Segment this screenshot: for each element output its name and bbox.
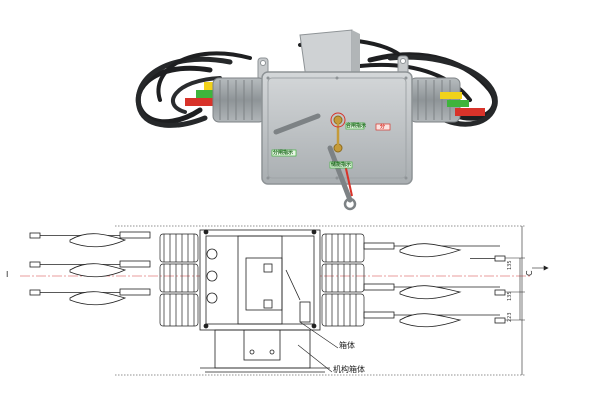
close-indicator-label: 合闸指示	[346, 122, 367, 129]
left-phase-rows	[29, 231, 199, 327]
cable-bundle	[135, 37, 498, 128]
central-housing	[199, 229, 330, 373]
lower-spacing-dim: 135	[507, 291, 513, 301]
storage-indicator-plate	[329, 161, 353, 169]
storage-indicator-label: 储能指示	[331, 161, 352, 168]
warning-plate	[375, 123, 391, 131]
overall-height-label: C	[525, 270, 534, 276]
technical-drawing	[20, 225, 549, 376]
right-bushings	[409, 77, 485, 123]
box-leader	[299, 321, 339, 349]
open-indicator-label: 分闸指示	[273, 149, 294, 156]
right-phase-rows	[321, 233, 506, 328]
operating-lever	[273, 112, 357, 211]
open-indicator-plate	[271, 149, 297, 157]
upper-spacing-dim: 135	[507, 260, 513, 270]
dimension-lines	[505, 226, 549, 375]
warning-label: 分	[380, 123, 386, 130]
lifting-lugs	[257, 55, 409, 81]
mechanism-leader	[297, 344, 333, 373]
box-callout: 箱体	[339, 341, 355, 350]
left-bushings	[185, 77, 266, 123]
top-bracket	[299, 29, 360, 79]
switch-photo	[135, 29, 498, 211]
mechanism-box-callout: 机构箱体	[333, 365, 365, 374]
side-marker-label: I	[6, 270, 9, 279]
close-indicator-plate	[345, 122, 365, 130]
bottom-offset-dim: 223	[507, 312, 513, 322]
